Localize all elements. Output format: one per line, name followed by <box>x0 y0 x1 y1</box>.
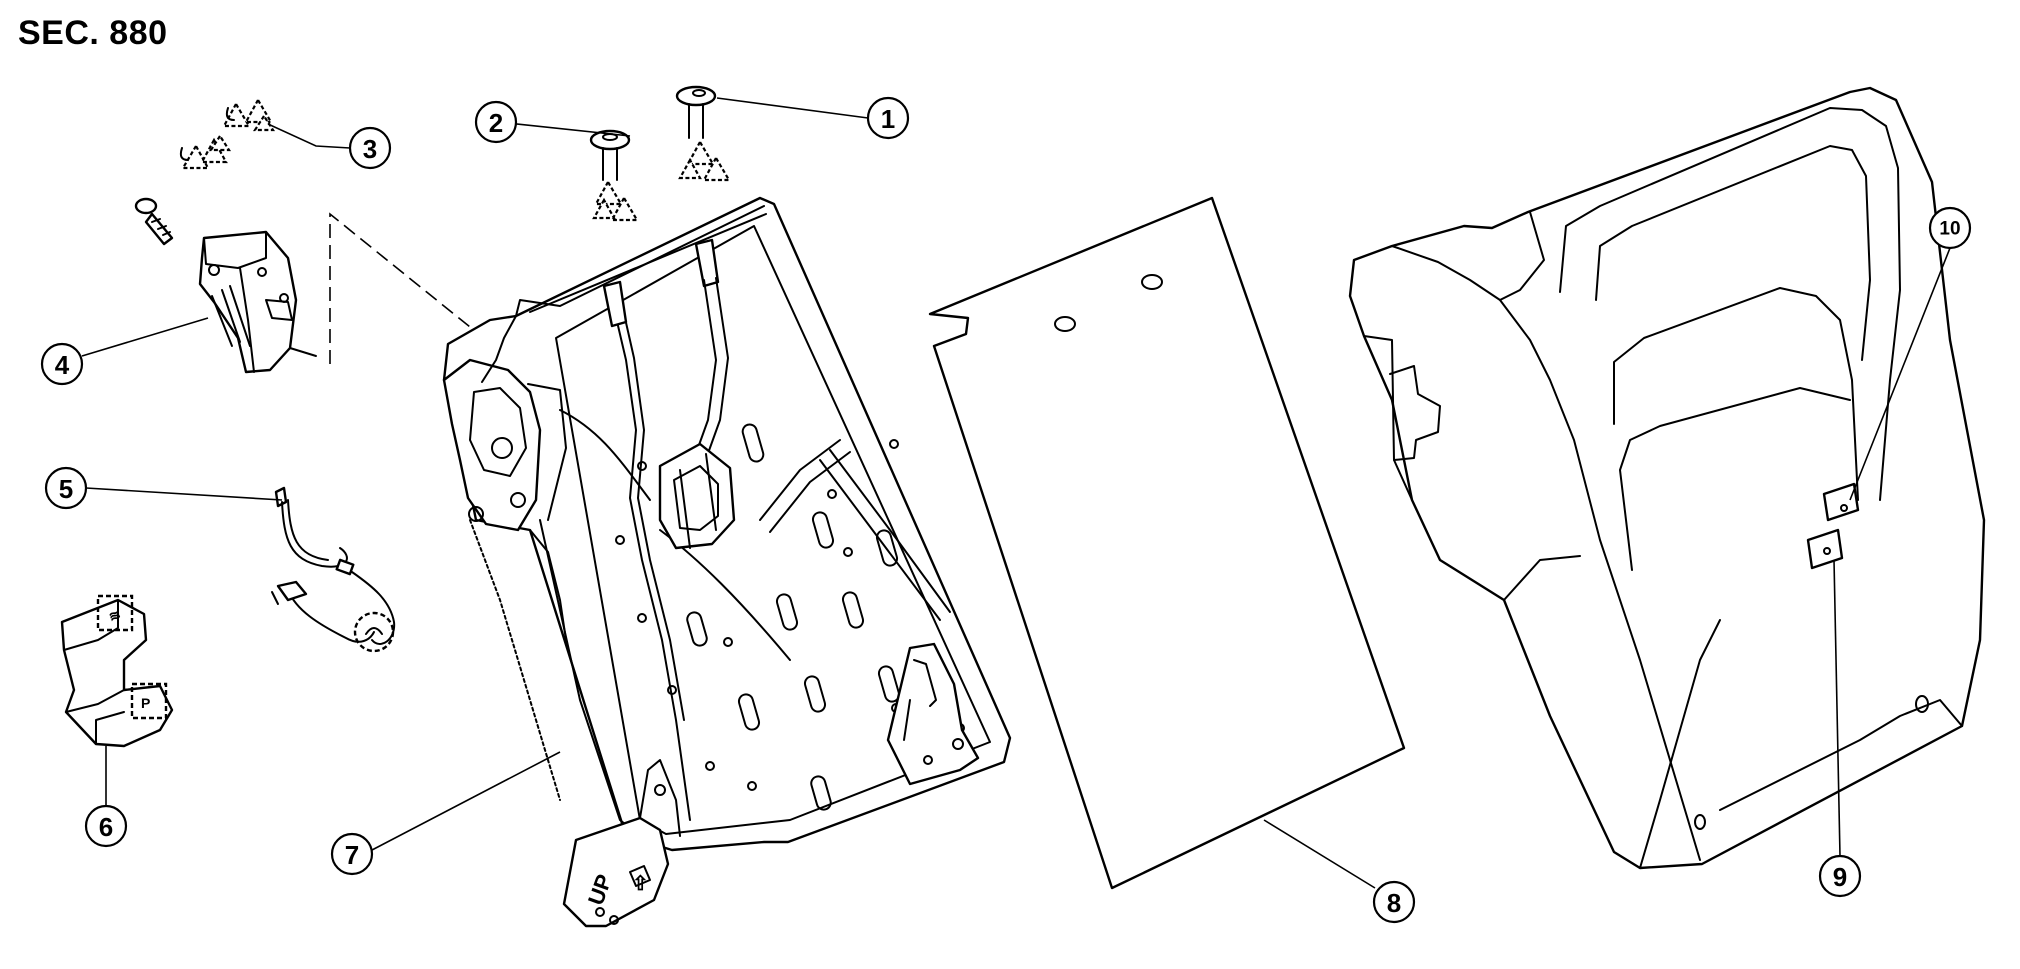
part-8-back-pad <box>928 196 1406 890</box>
callout-1: 1 <box>866 96 910 140</box>
callout-4: 4 <box>40 342 84 386</box>
svg-text:4: 4 <box>55 350 70 380</box>
svg-text:5: 5 <box>59 474 73 504</box>
svg-text:3: 3 <box>363 134 377 164</box>
svg-text:8: 8 <box>1387 888 1401 918</box>
section-title: SEC. 880 <box>18 14 168 52</box>
callout-3: 3 <box>348 126 392 170</box>
leader-lines <box>81 97 1951 889</box>
callout-9: 9 <box>1818 854 1862 898</box>
part-2-grommet <box>589 129 639 222</box>
svg-text:9: 9 <box>1833 862 1847 892</box>
svg-text:2: 2 <box>489 108 503 138</box>
svg-text:7: 7 <box>345 840 359 870</box>
part-seatback-trim <box>1348 86 1986 870</box>
svg-text:P: P <box>141 695 150 711</box>
callout-8: 8 <box>1372 880 1416 924</box>
assembly-line-4 <box>329 212 497 364</box>
callout-7: 7 <box>330 832 374 876</box>
part-7-seatback-frame: UP ⇧ <box>442 196 1012 928</box>
up-arrow-icon: ⇧ <box>632 873 649 895</box>
callout-10: 10 <box>1928 206 1972 250</box>
part-10-square <box>1822 482 1860 522</box>
part-6-handle-cover: ≋ P <box>60 594 174 748</box>
part-3-clips <box>179 97 276 170</box>
part-4-latch-assembly <box>134 197 317 374</box>
callout-5: 5 <box>44 466 88 510</box>
part-1-grommet <box>675 85 731 182</box>
svg-text:≋: ≋ <box>106 606 122 625</box>
callout-6: 6 <box>84 804 128 848</box>
svg-text:1: 1 <box>881 104 895 134</box>
svg-text:10: 10 <box>1939 219 1960 240</box>
callout-2: 2 <box>474 100 518 144</box>
svg-text:6: 6 <box>99 812 113 842</box>
part-5-cable <box>271 486 396 653</box>
